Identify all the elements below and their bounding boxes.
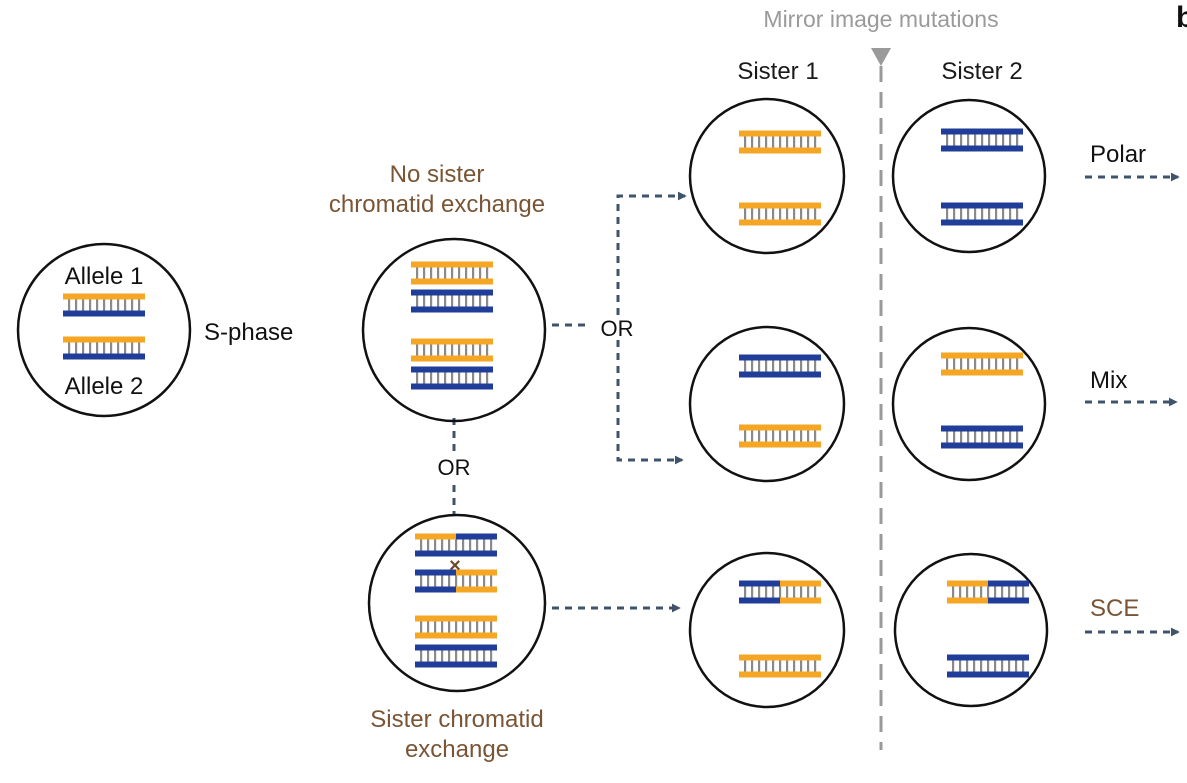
mix-s2-duplex-2 <box>941 425 1023 449</box>
mix-sister2-cell <box>891 326 1047 482</box>
polar-s1-duplex-2 <box>739 202 821 226</box>
no-sce-duplex-4 <box>411 366 493 390</box>
polar-sister1-cell <box>688 97 846 255</box>
sce-label-line1: Sister chromatid <box>370 706 543 733</box>
crossover-mark: × <box>449 555 461 577</box>
sce-sister1-cell <box>688 551 846 709</box>
sce-duplex-1 <box>415 533 497 557</box>
sce-s1-duplex-1 <box>739 580 821 604</box>
polar-sister2-cell <box>891 98 1047 254</box>
no-sce-label-line2: chromatid exchange <box>329 191 545 218</box>
sister2-header: Sister 2 <box>941 58 1022 85</box>
or-label-right: OR <box>601 316 634 341</box>
sce-duplex-2 <box>415 569 497 593</box>
panel-letter: b <box>1176 1 1187 34</box>
no-sce-cell <box>361 237 547 423</box>
mix-s1-duplex-2 <box>739 424 821 448</box>
arrow-to-mix-sister <box>616 340 684 465</box>
sce-s2-duplex-1 <box>947 580 1029 604</box>
sce-sister2-cell <box>893 552 1049 708</box>
sister1-header: Sister 1 <box>737 58 818 85</box>
s-phase-label: S-phase <box>204 319 293 346</box>
sce-cell <box>367 513 547 693</box>
polar-s1-duplex-1 <box>739 130 821 154</box>
allele2-duplex <box>63 336 145 360</box>
mirror-mutations-label: Mirror image mutations <box>763 6 998 32</box>
mix-s1-duplex-1 <box>739 354 821 378</box>
no-sce-label-line1: No sister <box>390 161 485 188</box>
mirror-marker-triangle <box>871 48 891 66</box>
dna-duplex-layer <box>63 128 1029 678</box>
no-sce-duplex-3 <box>411 338 493 362</box>
outcome-polar-label: Polar <box>1090 141 1146 168</box>
initial-cell <box>16 242 192 418</box>
sce-label-line2: exchange <box>405 736 509 763</box>
arrow-to-polar-sister <box>616 191 687 315</box>
allele1-duplex <box>63 293 145 317</box>
mix-sister1-cell <box>688 325 846 483</box>
allele2-label: Allele 2 <box>65 373 144 400</box>
polar-s2-duplex-2 <box>941 202 1023 226</box>
sce-duplex-3 <box>415 615 497 639</box>
no-sce-duplex-1 <box>411 261 493 285</box>
allele1-label: Allele 1 <box>65 263 144 290</box>
outcome-mix-label: Mix <box>1090 367 1127 394</box>
sce-s2-duplex-2 <box>947 654 1029 678</box>
no-sce-duplex-2 <box>411 289 493 313</box>
mix-s2-duplex-1 <box>941 352 1023 376</box>
sce-duplex-4 <box>415 644 497 668</box>
polar-s2-duplex-1 <box>941 128 1023 152</box>
outcome-sce-label: SCE <box>1090 595 1139 622</box>
sce-s1-duplex-2 <box>739 654 821 678</box>
or-label-down: OR <box>438 455 471 480</box>
